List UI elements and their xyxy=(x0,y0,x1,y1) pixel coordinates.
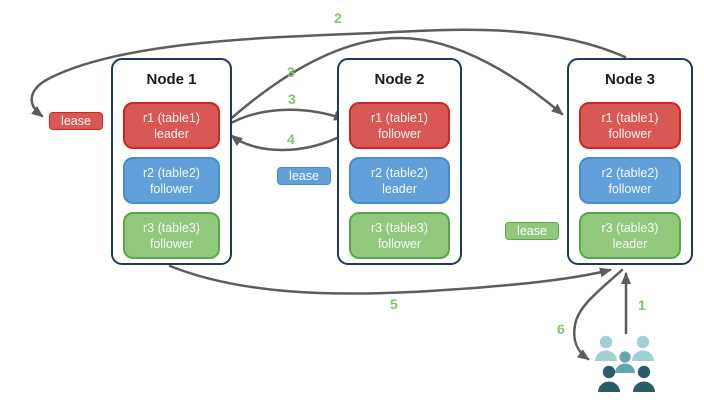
step-label-4: 4 xyxy=(287,131,295,147)
replica-role: leader xyxy=(382,181,417,196)
replica-role: follower xyxy=(608,181,652,196)
replica-label: r3 (table3) xyxy=(601,220,659,235)
replica-label: r2 (table2) xyxy=(371,165,428,180)
replica-label: r1 (table1) xyxy=(601,110,659,125)
replica-role: follower xyxy=(377,236,422,251)
replica-label: r2 (table2) xyxy=(143,165,200,180)
arrow-step-5 xyxy=(168,264,612,295)
replica-label: r3 (table3) xyxy=(143,220,200,235)
node-1: Node 1 r1 (table1) leader r2 (table2) fo… xyxy=(111,58,232,265)
lease-badge-r2: lease xyxy=(277,167,331,185)
step-label-2: 2 xyxy=(334,10,342,26)
node-2-replica-r2: r2 (table2) leader xyxy=(349,157,450,204)
users-icon xyxy=(595,335,655,392)
node-1-replica-r1: r1 (table1) leader xyxy=(123,102,220,149)
step-label-5: 5 xyxy=(390,296,398,312)
replica-role: follower xyxy=(149,236,194,251)
node-3-replica-r3: r3 (table3) leader xyxy=(579,212,681,259)
node-3-title: Node 3 xyxy=(604,71,655,88)
replica-role: follower xyxy=(377,126,422,141)
node-3: Node 3 r1 (table1) follower r2 (table2) … xyxy=(567,58,693,265)
step-label-3b: 3 xyxy=(288,91,296,107)
replica-label: r2 (table2) xyxy=(601,165,659,180)
node-2-replica-r1: r1 (table1) follower xyxy=(349,102,450,149)
replica-role: leader xyxy=(612,236,648,251)
step-label-3a: 3 xyxy=(287,64,295,80)
step-label-1: 1 xyxy=(638,297,646,313)
replica-label: r3 (table3) xyxy=(371,220,428,235)
node-1-replica-r2: r2 (table2) follower xyxy=(123,157,220,204)
node-1-replica-r3: r3 (table3) follower xyxy=(123,212,220,259)
lease-badge-r1: lease xyxy=(49,112,103,130)
node-1-title: Node 1 xyxy=(146,71,197,88)
node-2-replica-r3: r3 (table3) follower xyxy=(349,212,450,259)
arrow-step-6 xyxy=(573,268,624,361)
arrow-step-3-to-node2 xyxy=(224,108,346,128)
lease-badge-r3: lease xyxy=(505,222,559,240)
replica-label: r1 (table1) xyxy=(143,110,200,125)
node-2: Node 2 r1 (table1) follower r2 (table2) … xyxy=(337,58,462,265)
node-2-title: Node 2 xyxy=(374,71,425,88)
node-3-replica-r2: r2 (table2) follower xyxy=(579,157,681,204)
replica-role: follower xyxy=(608,126,652,141)
node-3-replica-r1: r1 (table1) follower xyxy=(579,102,681,149)
replica-label: r1 (table1) xyxy=(371,110,428,125)
replica-role: follower xyxy=(149,181,194,196)
replica-role: leader xyxy=(154,126,189,141)
step-label-6: 6 xyxy=(557,321,565,337)
